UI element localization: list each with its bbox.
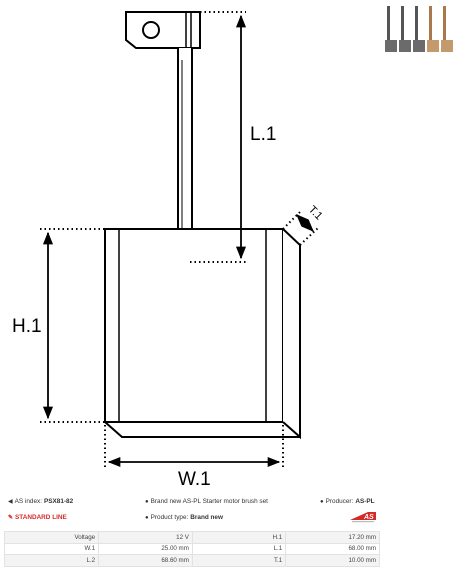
producer-value: AS-PL [355,498,375,505]
spec-value: 12 V [98,531,193,544]
dimension-label-length: L.1 [250,124,276,145]
spec-label: L.1 [191,542,287,555]
spec-label: T.1 [191,554,287,567]
info-icon: ● [320,498,324,505]
info-icon: ● [145,514,149,521]
info-icon: ● [145,498,149,505]
tag-icon: ◀ [8,498,13,505]
dimension-lines [42,14,314,468]
product-info: ◀ AS index: PSX81-82 ● Brand new AS-PL S… [8,498,386,528]
producer: ● Producer: AS-PL [320,498,375,505]
spec-label: W.1 [3,542,100,555]
spec-value: 17.20 mm [285,531,380,544]
spec-value: 68.60 mm [98,554,193,567]
brush-block [104,228,301,440]
as-index: ◀ AS index: PSX81-82 [8,498,74,505]
product-photo [385,6,453,52]
product-type: ● Product type: Brand new [145,514,223,521]
dimension-label-thickness: T.1 [306,204,325,223]
product-type-value: Brand new [190,514,223,521]
spec-label: L.2 [3,554,100,567]
as-index-value: PSX81-82 [43,498,74,505]
terminal-lug [125,11,201,49]
product-description: ● Brand new AS-PL Starter motor brush se… [145,498,268,505]
standard-line: ✎ STANDARD LINE [8,514,67,521]
logo-text: AS [363,514,374,521]
edit-icon: ✎ [8,514,14,521]
spec-label: Voltage [3,531,100,544]
extension-lines [40,11,319,470]
spec-label: H.1 [191,531,287,544]
spec-value: 25.00 mm [98,542,193,555]
as-pl-logo: AS [350,512,376,523]
brush-technical-drawing: L.1 H.1 W.1 T.1 [12,11,325,490]
dimension-label-height: H.1 [12,316,42,337]
spec-value: 68.00 mm [285,542,380,555]
spec-value: 10.00 mm [285,554,380,567]
dimension-label-width: W.1 [178,469,211,490]
